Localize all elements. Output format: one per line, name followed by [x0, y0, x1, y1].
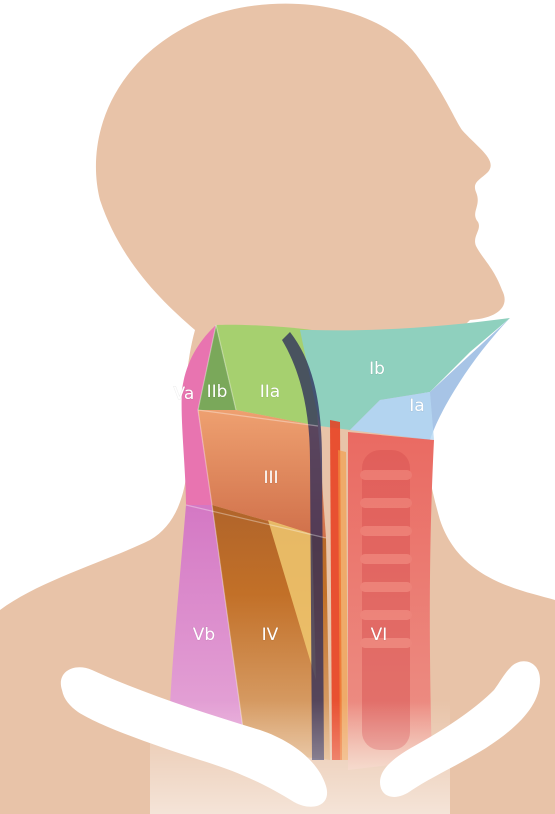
label-VI: VI — [371, 625, 388, 645]
label-IV: IV — [262, 625, 279, 645]
label-Va: Va — [174, 384, 195, 404]
label-IIa: IIa — [260, 382, 280, 402]
label-Ib: Ib — [369, 359, 385, 379]
label-IIb: IIb — [207, 382, 228, 402]
label-III: III — [263, 468, 278, 488]
label-Ia: Ia — [409, 396, 424, 416]
label-Vb: Vb — [193, 625, 215, 645]
